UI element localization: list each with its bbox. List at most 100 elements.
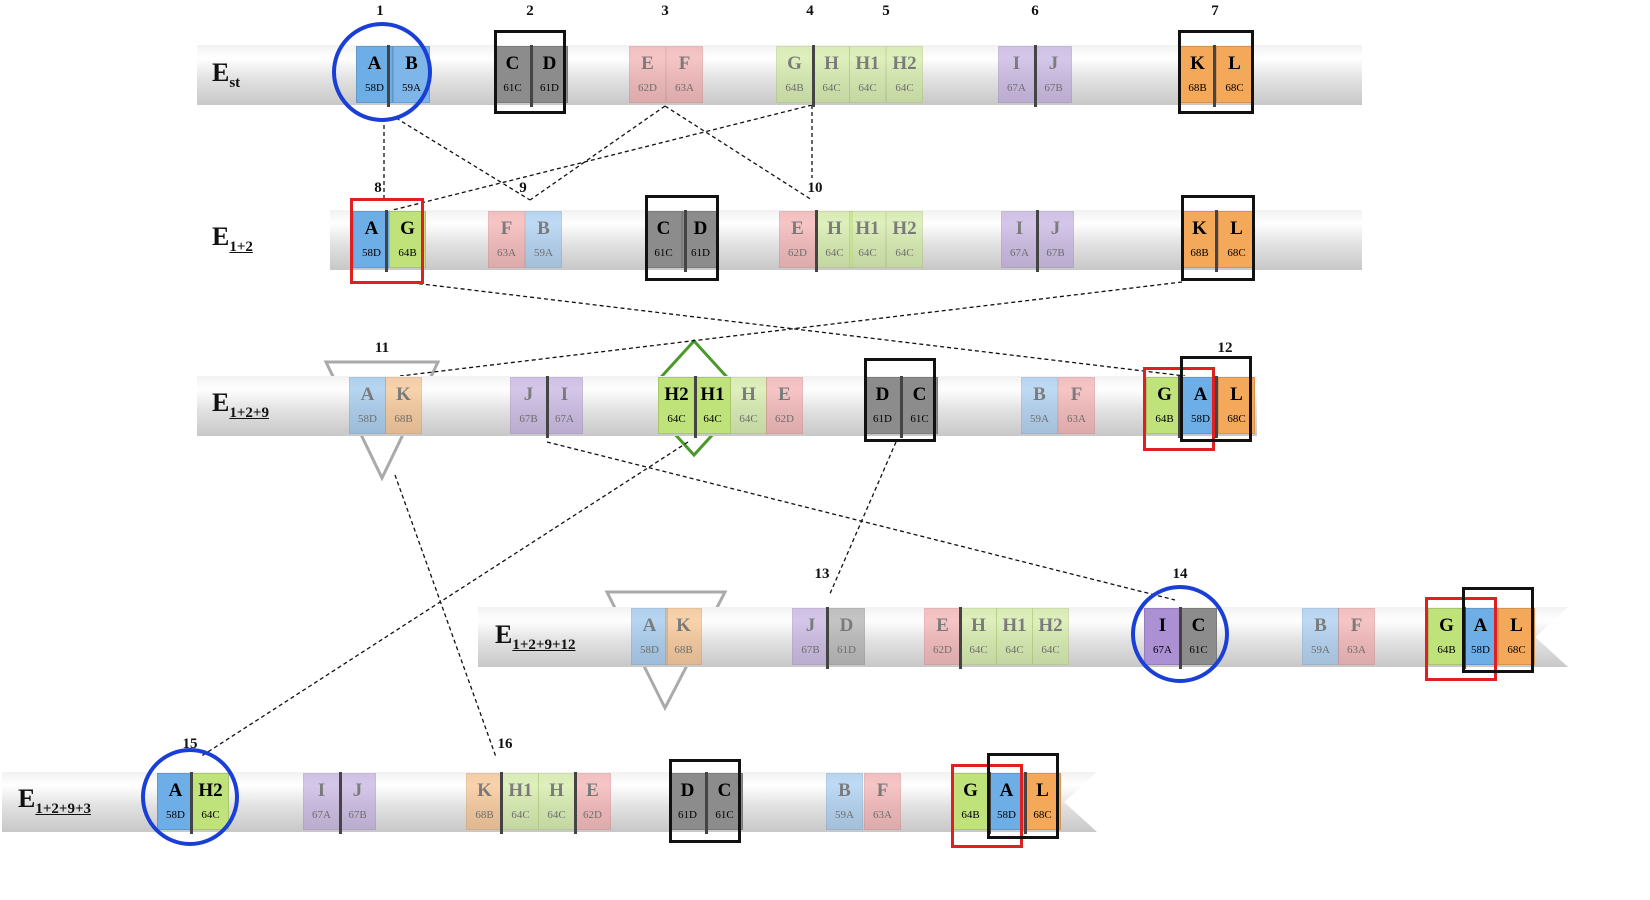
segment-H: H 64C xyxy=(960,608,997,665)
connector-line xyxy=(199,441,689,758)
segment-band: 63A xyxy=(497,247,516,259)
breakpoint-line xyxy=(339,772,342,834)
segment-band: 58D xyxy=(358,413,377,425)
segment-letter: H xyxy=(971,615,986,636)
box-ga-row4 xyxy=(1425,597,1497,681)
segment-band: 63A xyxy=(1347,644,1366,656)
circle-ah2-row5 xyxy=(141,748,239,846)
segment-band: 61D xyxy=(540,82,559,94)
segment-band: 62D xyxy=(583,809,602,821)
breakpoint-line xyxy=(500,772,503,834)
connector-line xyxy=(546,441,1176,601)
breakpoint-line xyxy=(1213,45,1216,107)
segment-band: 64C xyxy=(895,247,914,259)
box-ga-row3 xyxy=(1143,367,1215,451)
breakpoint-line xyxy=(815,210,818,272)
segment-letter: H xyxy=(824,53,839,74)
breakpoint-line xyxy=(1178,376,1181,438)
breakpoint-line xyxy=(900,376,903,438)
segment-band: 61D xyxy=(837,644,856,656)
box-cd-row1 xyxy=(494,30,566,114)
segment-band: 61C xyxy=(715,809,734,821)
segment-band: 63A xyxy=(873,809,892,821)
breakpoint-line xyxy=(694,376,697,438)
segment-letter: A xyxy=(1193,384,1208,405)
segment-letter: D xyxy=(839,615,854,636)
breakpoint-line xyxy=(574,772,577,834)
breakpoint-line xyxy=(959,607,962,669)
segment-band: 61D xyxy=(691,247,710,259)
segment-letter: C xyxy=(717,780,732,801)
segment-band: 61D xyxy=(873,413,892,425)
breakpoint-number-1: 1 xyxy=(376,3,384,19)
segment-letter: A xyxy=(1473,615,1488,636)
row-label-e129: E1+2+9 xyxy=(212,388,269,422)
breakpoint-number-6: 6 xyxy=(1031,3,1039,19)
segment-band: 63A xyxy=(1067,413,1086,425)
segment-band: 61C xyxy=(654,247,673,259)
segment-letter: J xyxy=(352,780,363,801)
segment-letter: H2 xyxy=(1038,615,1063,636)
segment-band: 67B xyxy=(801,644,820,656)
segment-letter: L xyxy=(1510,615,1523,636)
segment-band: 61C xyxy=(503,82,522,94)
segment-letter: L xyxy=(1230,384,1243,405)
segment-band: 64C xyxy=(825,247,844,259)
segment-letter: F xyxy=(678,53,691,74)
segment-band: 67A xyxy=(555,413,574,425)
breakpoint-line xyxy=(812,45,815,107)
segment-letter: D xyxy=(680,780,695,801)
segment-letter: G xyxy=(1439,615,1454,636)
segment-letter: E xyxy=(936,615,949,636)
segment-letter: G xyxy=(963,780,978,801)
segment-letter: H1 xyxy=(508,780,533,801)
segment-band: 68C xyxy=(1227,413,1246,425)
breakpoint-number-14: 14 xyxy=(1172,566,1188,582)
box-al-row4 xyxy=(1462,587,1534,673)
breakpoint-number-9: 9 xyxy=(519,180,527,196)
box-dc-row3 xyxy=(864,358,936,442)
breakpoint-number-4: 4 xyxy=(806,3,814,19)
segment-band: 62D xyxy=(788,247,807,259)
row-label-est: Est xyxy=(212,58,240,92)
breakpoint-number-13: 13 xyxy=(814,566,830,582)
breakpoint-line xyxy=(385,210,388,272)
segment-letter: I xyxy=(1015,218,1024,239)
segment-letter: B xyxy=(1314,615,1327,636)
breakpoint-line xyxy=(684,210,687,272)
segment-letter: H xyxy=(549,780,564,801)
segment-letter: K xyxy=(676,615,691,636)
segment-band: 64C xyxy=(969,644,988,656)
row-label-main: E xyxy=(212,58,230,87)
connector-line xyxy=(399,281,1183,377)
box-ag-row2 xyxy=(350,198,424,284)
segment-band: 64C xyxy=(547,809,566,821)
segment-letter: H xyxy=(741,384,756,405)
segment-band: 68B xyxy=(1188,82,1207,94)
segment-band: 68B xyxy=(394,413,413,425)
segment-band: 64C xyxy=(858,82,877,94)
segment-letter: K xyxy=(477,780,492,801)
segment-letter: D xyxy=(542,53,557,74)
segment-band: 68C xyxy=(1227,247,1246,259)
segment-letter: G xyxy=(787,53,802,74)
breakpoint-line xyxy=(705,772,708,834)
segment-letter: G xyxy=(1157,384,1172,405)
